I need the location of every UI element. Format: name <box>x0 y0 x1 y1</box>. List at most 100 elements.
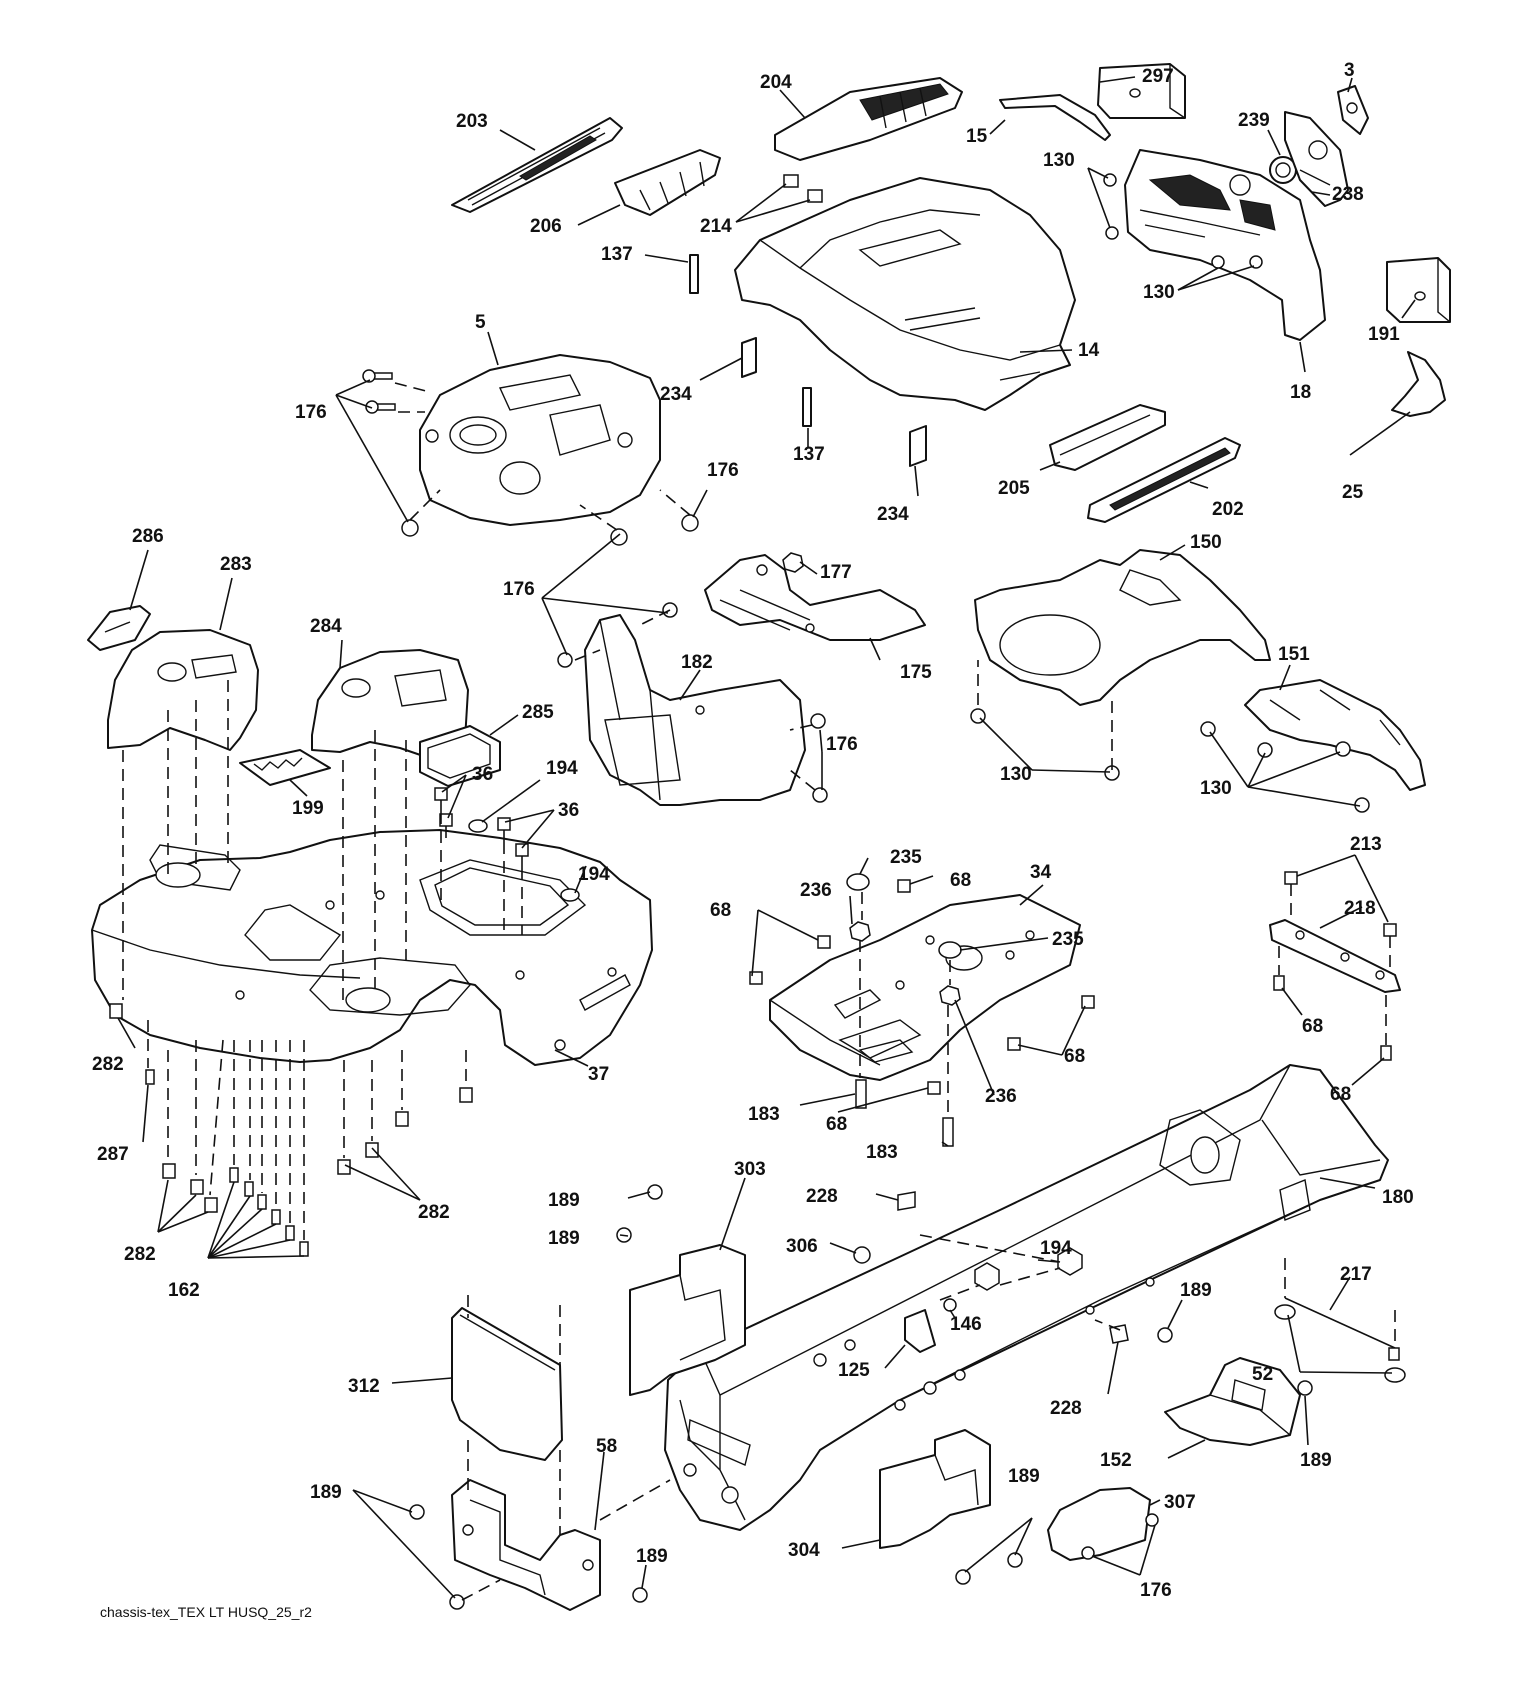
callout-189-frame: 189 <box>1180 1280 1212 1301</box>
callout-175: 175 <box>900 662 932 683</box>
part-191-nameplate <box>1386 257 1451 323</box>
part-213-68-bolts <box>1273 871 1397 1061</box>
part-189-screws <box>409 1184 1313 1610</box>
callout-202: 202 <box>1212 499 1244 520</box>
part-5-dash-panel <box>419 354 661 526</box>
part-218-bracket <box>1269 919 1401 993</box>
callout-146: 146 <box>950 1314 982 1335</box>
callout-204: 204 <box>760 72 792 93</box>
part-286-bracket <box>87 605 151 651</box>
callout-203: 203 <box>456 111 488 132</box>
part-3-emblem <box>1337 85 1369 135</box>
callout-205: 205 <box>998 478 1030 499</box>
part-214-clips <box>783 174 823 203</box>
part-204-hood-vent <box>774 77 963 161</box>
callout-58: 58 <box>596 1436 617 1457</box>
part-176-screws-dash <box>362 369 699 546</box>
callout-176-cover: 176 <box>1140 1580 1172 1601</box>
callout-307: 307 <box>1164 1492 1196 1513</box>
part-177-nut <box>782 552 804 573</box>
callout-151: 151 <box>1278 644 1310 665</box>
callout-206: 206 <box>530 216 562 237</box>
callout-297: 297 <box>1142 66 1174 87</box>
callout-228-upper: 228 <box>806 1186 838 1207</box>
part-205-side-vent <box>1049 404 1166 471</box>
part-217-rod-52-spacers <box>1274 1297 1406 1383</box>
callout-37: 37 <box>588 1064 609 1085</box>
callout-218: 218 <box>1344 898 1376 919</box>
callout-287: 287 <box>97 1144 129 1165</box>
part-199-mesh-plate <box>239 749 331 786</box>
callout-183-left: 183 <box>748 1104 780 1125</box>
callout-235-upper: 235 <box>890 847 922 868</box>
part-304-shield <box>879 1429 991 1549</box>
callout-36-left: 36 <box>472 764 493 785</box>
part-175-bracket <box>704 554 926 641</box>
callout-238: 238 <box>1332 184 1364 205</box>
callout-304: 304 <box>788 1540 820 1561</box>
callout-306: 306 <box>786 1236 818 1257</box>
callout-282-left: 282 <box>92 1054 124 1075</box>
callout-36-right: 36 <box>558 800 579 821</box>
part-206-vent-insert <box>614 149 721 216</box>
part-34-mounting-plate <box>769 894 1081 1081</box>
part-303-shield <box>629 1244 746 1396</box>
part-15-trim-strip <box>999 94 1111 141</box>
callout-214: 214 <box>700 216 732 237</box>
assembly-dashed-lines <box>122 382 1396 1601</box>
callout-182: 182 <box>681 652 713 673</box>
callout-68-bracket-low: 68 <box>1330 1084 1351 1105</box>
callout-130-top: 130 <box>1043 150 1075 171</box>
part-234-plate-lower <box>909 425 927 467</box>
callout-199: 199 <box>292 798 324 819</box>
callout-303: 303 <box>734 1159 766 1180</box>
callout-176-dash: 176 <box>295 402 327 423</box>
part-182-seat-support <box>584 614 806 806</box>
part-152-cover <box>1164 1357 1301 1446</box>
part-202-side-grille <box>1087 437 1241 523</box>
part-176-screws-cover <box>1081 1513 1159 1560</box>
callout-228-lower: 228 <box>1050 1398 1082 1419</box>
callout-137-upper: 137 <box>601 244 633 265</box>
part-150-seat-pan <box>974 549 1271 706</box>
part-14-hood <box>734 177 1076 411</box>
part-285-plate <box>419 725 501 787</box>
callout-15: 15 <box>966 126 988 147</box>
callout-137-lower: 137 <box>793 444 825 465</box>
callout-234-lower: 234 <box>877 504 909 525</box>
callout-194-frame: 194 <box>1040 1238 1072 1259</box>
callout-189-shield: 189 <box>1008 1466 1040 1487</box>
part-18-front-grille <box>1124 149 1326 341</box>
callout-236-upper: 236 <box>800 880 832 901</box>
callout-194-deck: 194 <box>578 864 610 885</box>
part-203-grille-strip <box>451 117 623 213</box>
part-180-frame <box>664 1064 1389 1531</box>
callout-217: 217 <box>1340 1264 1372 1285</box>
callout-177: 177 <box>820 562 852 583</box>
callout-213: 213 <box>1350 834 1382 855</box>
callout-14: 14 <box>1078 340 1100 361</box>
callout-130-mid: 130 <box>1143 282 1175 303</box>
callout-235-lower: 235 <box>1052 929 1084 950</box>
callout-68-bottom: 68 <box>826 1114 847 1135</box>
callout-239: 239 <box>1238 110 1270 131</box>
part-37-fender-deck <box>91 829 653 1066</box>
callout-176-seat-left: 176 <box>503 579 535 600</box>
callout-34: 34 <box>1030 862 1052 883</box>
callout-189-cover: 189 <box>1300 1450 1332 1471</box>
part-234-plate-upper <box>741 337 757 378</box>
part-312-shield <box>451 1307 563 1461</box>
callout-282-right: 282 <box>418 1202 450 1223</box>
callout-130-pan-right: 130 <box>1200 778 1232 799</box>
callout-176-dash-right: 176 <box>707 460 739 481</box>
part-228-306-194-146-125 <box>853 1191 1129 1353</box>
callout-150: 150 <box>1190 532 1222 553</box>
part-282-162-287-clips <box>109 1003 473 1257</box>
callout-180: 180 <box>1382 1187 1414 1208</box>
callout-18: 18 <box>1290 382 1311 403</box>
part-137-strip-upper <box>689 254 699 294</box>
part-283-left-fender-cover <box>107 629 259 751</box>
callout-68-left: 68 <box>710 900 731 921</box>
part-137-strip-lower <box>802 387 812 427</box>
